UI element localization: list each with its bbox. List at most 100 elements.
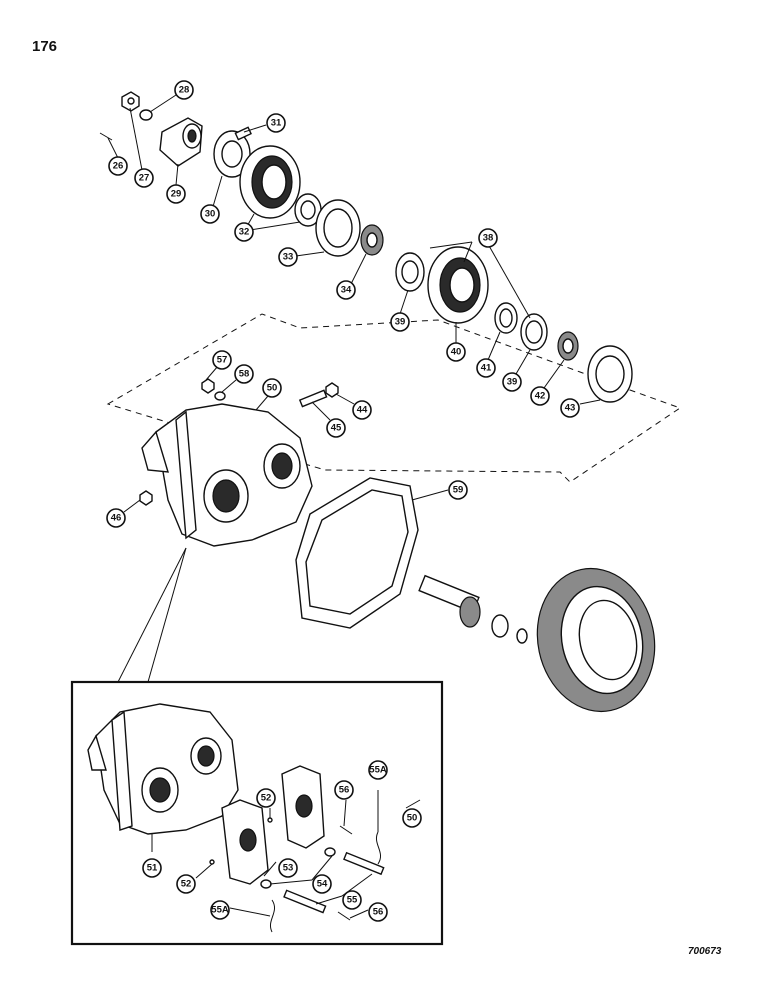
drive-pinion <box>418 574 528 644</box>
callout-label: 51 <box>147 863 158 874</box>
callout-34: 34 <box>336 280 356 300</box>
page-number: 176 <box>32 38 58 55</box>
washer-28 <box>139 109 153 121</box>
inset-box <box>70 680 444 946</box>
callout-41: 41 <box>476 358 496 378</box>
callout-label: 53 <box>283 863 294 874</box>
spacer-41 <box>494 302 518 334</box>
callout-label: 43 <box>565 403 576 414</box>
callout-label: 56 <box>373 907 384 918</box>
nut-46 <box>139 490 153 506</box>
callout-label: 52 <box>261 793 272 804</box>
callout-label: 32 <box>239 227 250 238</box>
differential-carrier-50 <box>141 403 313 547</box>
cup-39b <box>520 313 548 351</box>
callout-label: 50 <box>267 383 278 394</box>
shim-43 <box>587 345 633 403</box>
callout-53: 53 <box>278 858 298 878</box>
callout-label: 57 <box>217 355 228 366</box>
callout-52-lower: 52 <box>176 874 196 894</box>
callout-label: 59 <box>453 485 464 496</box>
callout-27: 27 <box>134 168 154 188</box>
callout-label: 30 <box>205 209 216 220</box>
cone-34 <box>360 224 384 256</box>
bearing-cup-32b <box>294 193 322 227</box>
callout-label: 33 <box>283 252 294 263</box>
cup-39a <box>395 252 425 292</box>
callout-58: 58 <box>234 364 254 384</box>
callout-50-inset: 50 <box>402 808 422 828</box>
washer-54a <box>324 847 336 857</box>
cotter-pin-26 <box>99 132 113 141</box>
gasket-59 <box>295 477 419 629</box>
stud-45 <box>298 389 328 408</box>
callout-54: 54 <box>312 874 332 894</box>
callout-label: 55A <box>211 905 229 916</box>
dowel-52b <box>209 859 215 865</box>
washer-58 <box>214 391 226 401</box>
callout-label: 55A <box>369 765 387 776</box>
callout-label: 40 <box>451 347 462 358</box>
callout-label: 58 <box>239 369 250 380</box>
callout-label: 45 <box>331 423 342 434</box>
lock-wire-55A-a <box>376 831 382 865</box>
callout-56-lower: 56 <box>368 902 388 922</box>
callout-label: 46 <box>111 513 122 524</box>
callout-label: 27 <box>139 173 150 184</box>
callout-label: 42 <box>535 391 546 402</box>
shim-33 <box>315 199 361 257</box>
cotter-56b <box>337 911 351 921</box>
carrier-51 <box>87 703 239 835</box>
callout-46: 46 <box>106 508 126 528</box>
callout-26: 26 <box>108 156 128 176</box>
bolt-55b <box>283 889 327 914</box>
callout-44: 44 <box>352 400 372 420</box>
callout-57: 57 <box>212 350 232 370</box>
callout-45: 45 <box>326 418 346 438</box>
leader-lines <box>107 94 601 919</box>
nut-27 <box>121 91 140 112</box>
callout-31: 31 <box>266 113 286 133</box>
callout-33: 33 <box>278 247 298 267</box>
callout-label: 44 <box>357 405 368 416</box>
seal-30 <box>213 130 251 178</box>
callout-label: 52 <box>181 879 192 890</box>
callout-label: 54 <box>317 879 328 890</box>
callout-40: 40 <box>446 342 466 362</box>
lock-wire-55A-b <box>270 899 276 933</box>
bearing-cage-32 <box>239 145 301 219</box>
callout-label: 55 <box>347 895 358 906</box>
pinion-cage-40 <box>427 246 489 324</box>
yoke-29 <box>159 117 203 167</box>
callout-56-upper: 56 <box>334 780 354 800</box>
bearing-cap-53b <box>281 765 325 849</box>
callout-38: 38 <box>478 228 498 248</box>
ring-gear <box>536 567 656 713</box>
callout-label: 31 <box>271 118 282 129</box>
callout-label: 28 <box>179 85 190 96</box>
figure-code: 700673 <box>688 946 722 957</box>
bearing-cap-53a <box>221 799 269 885</box>
callout-28: 28 <box>174 80 194 100</box>
cone-42 <box>557 331 579 361</box>
callout-52-upper: 52 <box>256 788 276 808</box>
callout-30: 30 <box>200 204 220 224</box>
callout-29: 29 <box>166 184 186 204</box>
washer-54b <box>260 879 272 889</box>
callout-39-upper: 39 <box>390 312 410 332</box>
callout-label: 39 <box>507 377 518 388</box>
callout-label: 29 <box>171 189 182 200</box>
callout-42: 42 <box>530 386 550 406</box>
nut-44 <box>325 382 339 398</box>
callout-label: 39 <box>395 317 406 328</box>
callout-39-lower: 39 <box>502 372 522 392</box>
callout-55: 55 <box>342 890 362 910</box>
callout-32: 32 <box>234 222 254 242</box>
dowel-52a <box>267 817 273 823</box>
callout-label: 26 <box>113 161 124 172</box>
callout-label: 38 <box>483 233 494 244</box>
callout-label: 41 <box>481 363 492 374</box>
cotter-56a <box>339 825 353 835</box>
callout-label: 34 <box>341 285 352 296</box>
